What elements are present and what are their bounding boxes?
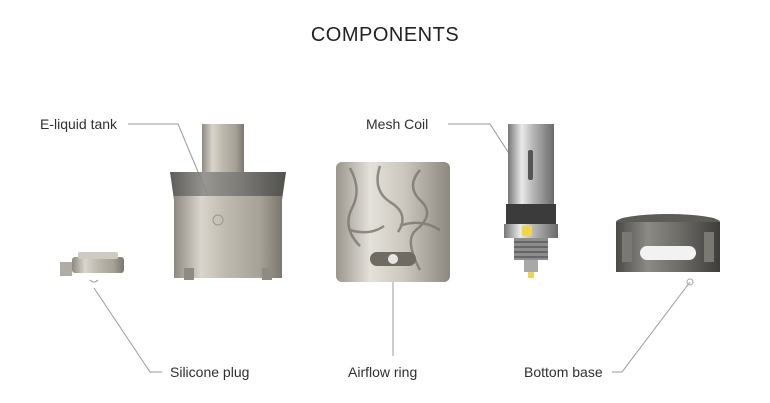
label-bottom-base: Bottom base [524,364,603,380]
bottom-base-illustration [616,214,720,286]
label-mesh-coil: Mesh Coil [366,116,429,132]
label-e-liquid-tank: E-liquid tank [40,116,118,132]
mesh-coil-illustration [504,124,558,278]
label-airflow-ring: Airflow ring [348,364,418,380]
silicone-plug-illustration [60,252,124,283]
page-title: COMPONENTS [310,24,460,46]
leader-line-plug [93,287,162,373]
leader-line-base [612,281,691,373]
label-silicone-plug: Silicone plug [170,364,250,380]
e-liquid-tank-illustration [170,124,286,280]
airflow-ring-illustration [336,162,450,282]
